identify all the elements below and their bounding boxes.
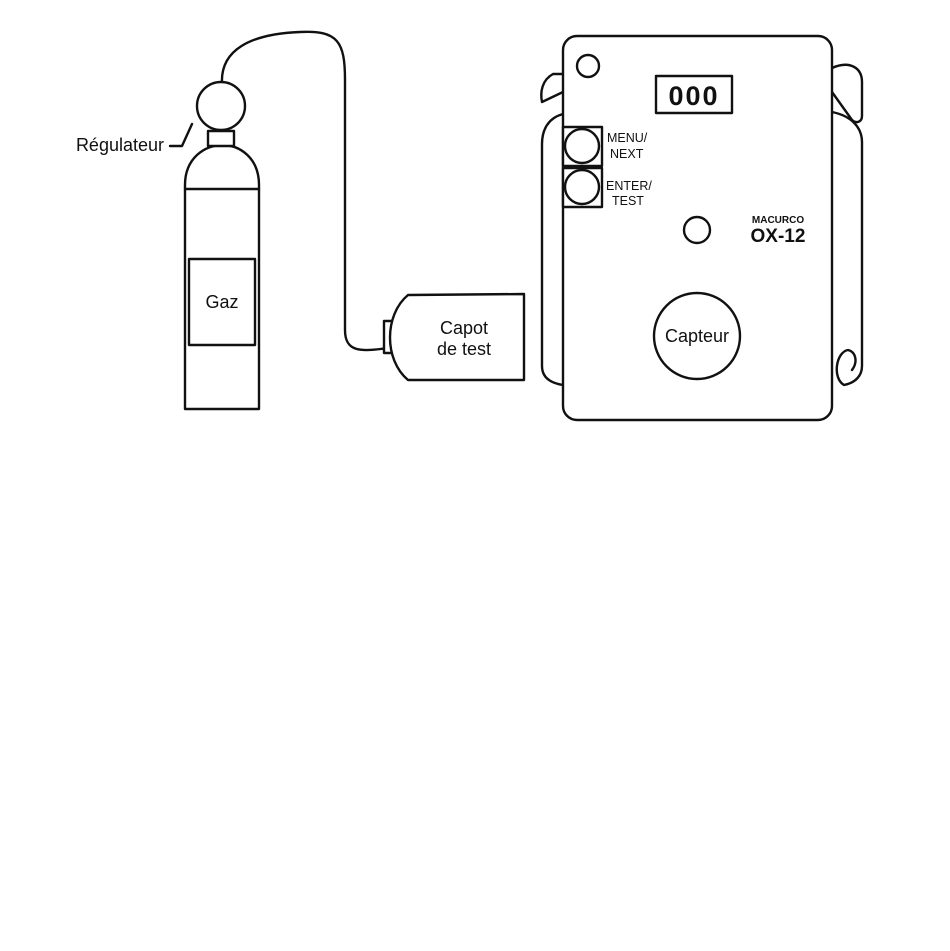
- right-clip-rail: [832, 112, 862, 385]
- test-cap: Capot de test: [384, 294, 524, 380]
- menu-next-button: [565, 129, 599, 163]
- enter-test-button: [565, 170, 599, 204]
- gas-detector: 000 MENU/ NEXT ENTER/ TEST MACURCO OX-12…: [541, 36, 862, 420]
- mounting-hole: [577, 55, 599, 77]
- regulator-neck: [208, 131, 234, 146]
- sensor-label: Capteur: [665, 326, 729, 346]
- regulator-leader-line: [170, 124, 192, 146]
- regulator-label: Régulateur: [76, 135, 164, 155]
- gas-cylinder: Gaz: [185, 145, 259, 409]
- regulator: Régulateur: [76, 82, 245, 155]
- menu-button-label-line2: NEXT: [610, 147, 644, 161]
- test-cap-label-line2: de test: [437, 339, 491, 359]
- enter-button-label-line2: TEST: [612, 194, 644, 208]
- regulator-gauge: [197, 82, 245, 130]
- gas-label: Gaz: [205, 292, 238, 312]
- brand-name: MACURCO: [752, 215, 804, 226]
- indicator-light: [684, 217, 710, 243]
- enter-button-label-line1: ENTER/: [606, 179, 652, 193]
- left-belt-clip: [541, 74, 563, 102]
- test-cap-label-line1: Capot: [440, 318, 488, 338]
- model-name: OX-12: [751, 226, 806, 247]
- menu-button-label-line1: MENU/: [607, 131, 648, 145]
- display-reading: 000: [668, 81, 719, 111]
- left-clip-rail: [542, 114, 563, 385]
